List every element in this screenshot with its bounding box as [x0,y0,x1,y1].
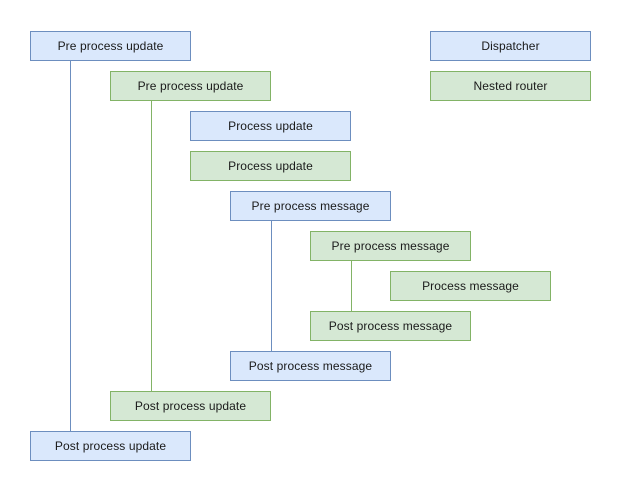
node-n2[interactable]: Pre process update [110,71,271,101]
node-n7[interactable]: Process message [390,271,551,301]
node-n3[interactable]: Process update [190,111,351,141]
node-n4[interactable]: Process update [190,151,351,181]
legend-item-nested-router[interactable]: Nested router [430,71,591,101]
node-n6-label: Pre process message [331,239,450,253]
node-n6[interactable]: Pre process message [310,231,471,261]
node-n7-label: Process message [422,279,519,293]
legend-item-dispatcher[interactable]: Dispatcher [430,31,591,61]
connector-n5-to-n9 [271,221,272,351]
node-n8[interactable]: Post process message [310,311,471,341]
legend-item-dispatcher-label: Dispatcher [481,39,540,53]
node-n10-label: Post process update [134,399,247,413]
node-n1-label: Pre process update [57,39,164,53]
node-n9[interactable]: Post process message [230,351,391,381]
node-n8-label: Post process message [328,319,453,333]
node-n3-label: Process update [228,119,313,133]
node-n9-label: Post process message [248,359,373,373]
node-n1[interactable]: Pre process update [30,31,191,61]
node-n5-label: Pre process message [251,199,370,213]
node-n5[interactable]: Pre process message [230,191,391,221]
node-n10[interactable]: Post process update [110,391,271,421]
connector-n1-to-n11 [70,61,71,431]
connector-n2-to-n10 [151,101,152,391]
node-n2-label: Pre process update [137,79,244,93]
connector-n6-to-n8 [351,261,352,311]
node-n4-label: Process update [228,159,313,173]
node-n11[interactable]: Post process update [30,431,191,461]
legend-item-nested-router-label: Nested router [473,79,548,93]
node-n11-label: Post process update [54,439,167,453]
